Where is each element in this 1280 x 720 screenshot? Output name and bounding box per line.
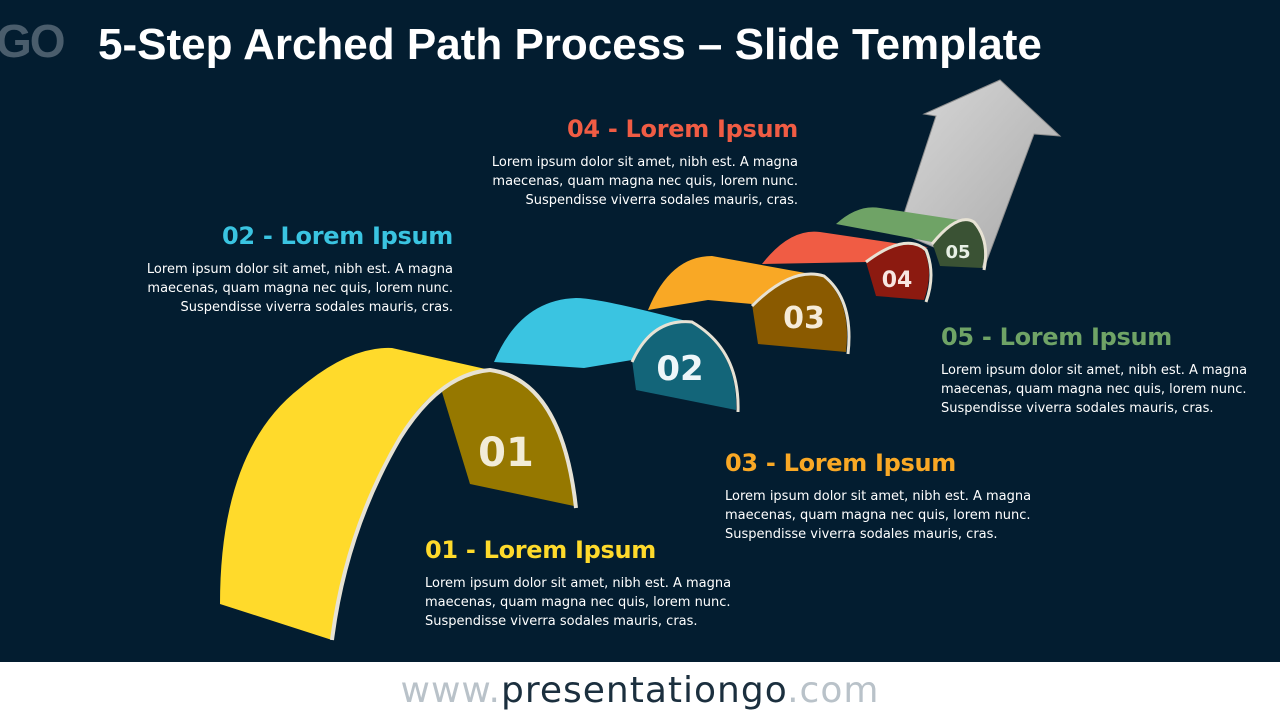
- slide-title: 5-Step Arched Path Process – Slide Templ…: [98, 20, 1042, 69]
- arch-side-05: [932, 220, 985, 268]
- arch-step-04: [762, 231, 933, 303]
- step-description: Lorem ipsum dolor sit amet, nibh est. A …: [491, 155, 798, 208]
- arch-edge-05: [930, 218, 988, 271]
- arch-face-01: [220, 347, 490, 640]
- step-block-04: 04 - Lorem Ipsum Lorem ipsum dolor sit a…: [488, 115, 798, 210]
- arch-face-02: [494, 298, 690, 368]
- arch-edge-02: [630, 320, 740, 413]
- footer-url[interactable]: www.presentationgo.com: [0, 662, 1280, 720]
- footer-url-prefix: www.: [400, 670, 501, 711]
- arch-edge-01: [330, 367, 578, 641]
- arch-side-03: [752, 274, 847, 352]
- arch-side-01: [442, 370, 574, 506]
- step-description: Lorem ipsum dolor sit amet, nibh est. A …: [146, 262, 453, 315]
- step-block-02: 02 - Lorem Ipsum Lorem ipsum dolor sit a…: [143, 222, 453, 317]
- step-heading: 05 - Lorem Ipsum: [941, 323, 1173, 351]
- step-number-01: 01: [478, 430, 534, 476]
- step-description: Lorem ipsum dolor sit amet, nibh est. A …: [725, 489, 1032, 542]
- arch-side-02: [632, 321, 737, 410]
- arch-edge-04: [865, 241, 933, 303]
- step-number-05: 05: [945, 242, 970, 263]
- footer-url-brand: presentationgo: [501, 670, 788, 711]
- arch-step-05: [836, 207, 988, 271]
- step-description: Lorem ipsum dolor sit amet, nibh est. A …: [425, 576, 732, 629]
- step-heading: 02 - Lorem Ipsum: [221, 222, 453, 250]
- arch-step-02: [494, 298, 740, 413]
- arch-face-03: [648, 256, 822, 310]
- step-number-03: 03: [783, 301, 825, 336]
- arch-step-03: [648, 256, 851, 355]
- arch-edge-03: [750, 272, 851, 355]
- step-block-01: 01 - Lorem Ipsum Lorem ipsum dolor sit a…: [425, 536, 735, 631]
- step-heading: 04 - Lorem Ipsum: [566, 115, 798, 143]
- logo-mark: GO: [0, 15, 66, 67]
- arch-face-05: [836, 207, 972, 242]
- step-number-02: 02: [656, 349, 703, 389]
- step-block-03: 03 - Lorem Ipsum Lorem ipsum dolor sit a…: [725, 449, 1035, 544]
- slide: GO 5-Step Arched Path Process – Slide Te…: [0, 0, 1280, 662]
- arched-path-diagram: 01 02 03 04 05: [220, 79, 1062, 641]
- step-description: Lorem ipsum dolor sit amet, nibh est. A …: [941, 363, 1248, 416]
- arch-step-01: [220, 347, 578, 641]
- step-block-05: 05 - Lorem Ipsum Lorem ipsum dolor sit a…: [941, 323, 1251, 418]
- arch-face-04: [762, 231, 928, 264]
- arch-side-04: [866, 244, 929, 300]
- step-heading: 03 - Lorem Ipsum: [725, 449, 957, 477]
- step-number-04: 04: [882, 268, 913, 293]
- step-heading: 01 - Lorem Ipsum: [425, 536, 657, 564]
- footer-url-suffix: .com: [787, 670, 880, 711]
